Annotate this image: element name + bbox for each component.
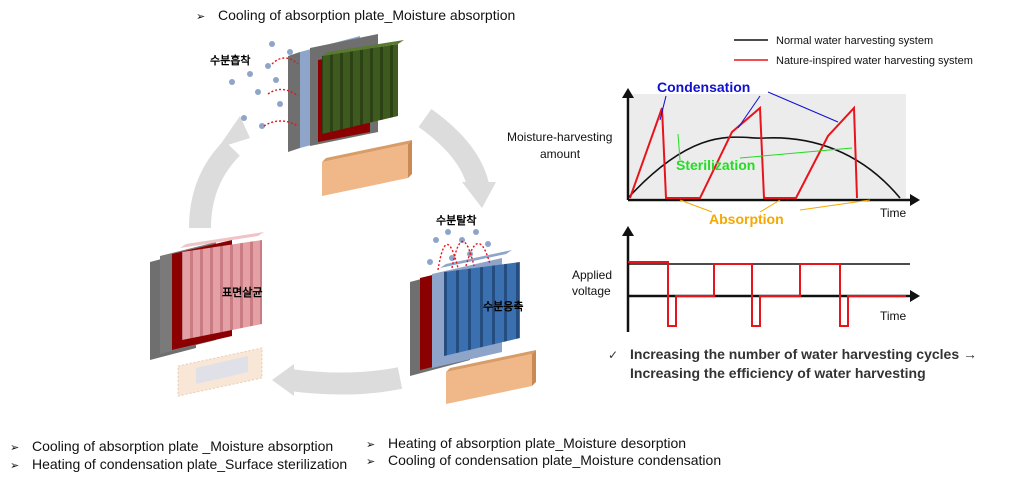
bottom-chart-ylabel-2: voltage: [572, 284, 611, 298]
bullet-right-1: ➢ Heating of absorption plate_Moisture de…: [366, 435, 686, 451]
desorb-flow-arrows: [437, 241, 491, 271]
bullet-marker: ➢: [366, 456, 376, 468]
bullet-marker: ➢: [10, 442, 20, 454]
cycle-arrow-right: [418, 109, 489, 188]
bullet-marker: ➢: [196, 11, 206, 23]
check-mark: ✓: [608, 348, 619, 362]
normal-harvest-curve: [627, 136, 901, 199]
label-moisture-condensation: 수분응축: [483, 299, 523, 313]
condensation-label: Condensation: [657, 79, 750, 95]
top-chart-xlabel: Time: [880, 206, 907, 220]
top-chart-ylabel-1: Moisture-harvesting: [507, 130, 612, 144]
sterilization-pointers: [677, 133, 853, 161]
bullet-left-2-text: Heating of condensation plate_Surface st…: [32, 456, 348, 472]
cycle-arrow-left: [189, 140, 241, 229]
top-caption: ➢ Cooling of absorption plate_Moisture ab…: [196, 7, 515, 23]
bottom-chart-axes: [622, 226, 920, 332]
bottom-chart-ylabel-1: Applied: [572, 268, 612, 282]
bullet-right-1-text: Heating of absorption plate_Moisture des…: [388, 435, 687, 451]
bullet-right-2-text: Cooling of condensation plate_Moisture c…: [388, 452, 722, 468]
cycle-arrowhead-right: [462, 182, 496, 208]
module-desorption: [410, 250, 520, 376]
legend-nature-label: Nature-inspired water harvesting system: [776, 55, 973, 67]
legend-normal-label: Normal water harvesting system: [776, 35, 933, 47]
water-droplets-desorb: [427, 229, 492, 360]
condensation-pointers: [659, 91, 839, 129]
bullet-left-1: ➢ Cooling of absorption plate _Moisture a…: [10, 438, 333, 454]
bottom-chart-xlabel: Time: [880, 309, 907, 323]
charts: Normal water harvesting system Nature-in…: [507, 35, 973, 332]
bullet-left-2: ➢ Heating of condensation plate_Surface s…: [10, 456, 347, 472]
top-chart-plot-area: [630, 94, 906, 198]
cycle-diagram: 수분흡착 수분탈착 표면살균 수분응축: [150, 34, 536, 404]
tray-left: [177, 347, 263, 397]
bullet-marker: ➢: [366, 439, 376, 451]
tray-top: [322, 140, 412, 196]
conclusion-line-2: Increasing the efficiency of water harve…: [630, 365, 926, 381]
module-absorption: [288, 34, 404, 152]
cycle-arrow-bottom: [288, 367, 403, 395]
cycle-arrows: [189, 109, 489, 395]
bullet-left-1-text: Cooling of absorption plate _Moisture ab…: [32, 438, 334, 454]
water-droplets-absorb: [229, 41, 293, 129]
cycle-arrowhead-left: [218, 116, 250, 148]
top-caption-text: Cooling of absorption plate_Moisture abs…: [218, 7, 516, 23]
bullet-marker: ➢: [10, 460, 20, 472]
absorption-label: Absorption: [709, 211, 784, 227]
cycle-arrowhead-bottom: [272, 364, 294, 396]
label-moisture-absorption: 수분흡착: [210, 53, 250, 67]
absorb-flow-arrows: [263, 57, 299, 127]
top-chart-ylabel-2: amount: [540, 147, 581, 161]
top-chart-axes: [622, 88, 920, 206]
absorption-pointers: [679, 199, 871, 213]
label-moisture-desorption: 수분탈착: [436, 213, 476, 227]
conclusion-line-1: Increasing the number of water harvestin…: [630, 346, 977, 362]
conclusion: ✓ Increasing the number of water harvesti…: [608, 346, 977, 383]
sterilization-label: Sterilization: [676, 157, 755, 173]
legend: Normal water harvesting system Nature-in…: [734, 35, 973, 67]
label-surface-sterilization: 표면살균: [222, 285, 262, 299]
tray-right: [446, 350, 536, 404]
nature-voltage-line: [628, 261, 906, 327]
bullet-right-2: ➢ Cooling of condensation plate_Moisture …: [366, 452, 721, 468]
module-sterilization: [150, 232, 264, 360]
nature-harvest-curve: [629, 105, 858, 199]
